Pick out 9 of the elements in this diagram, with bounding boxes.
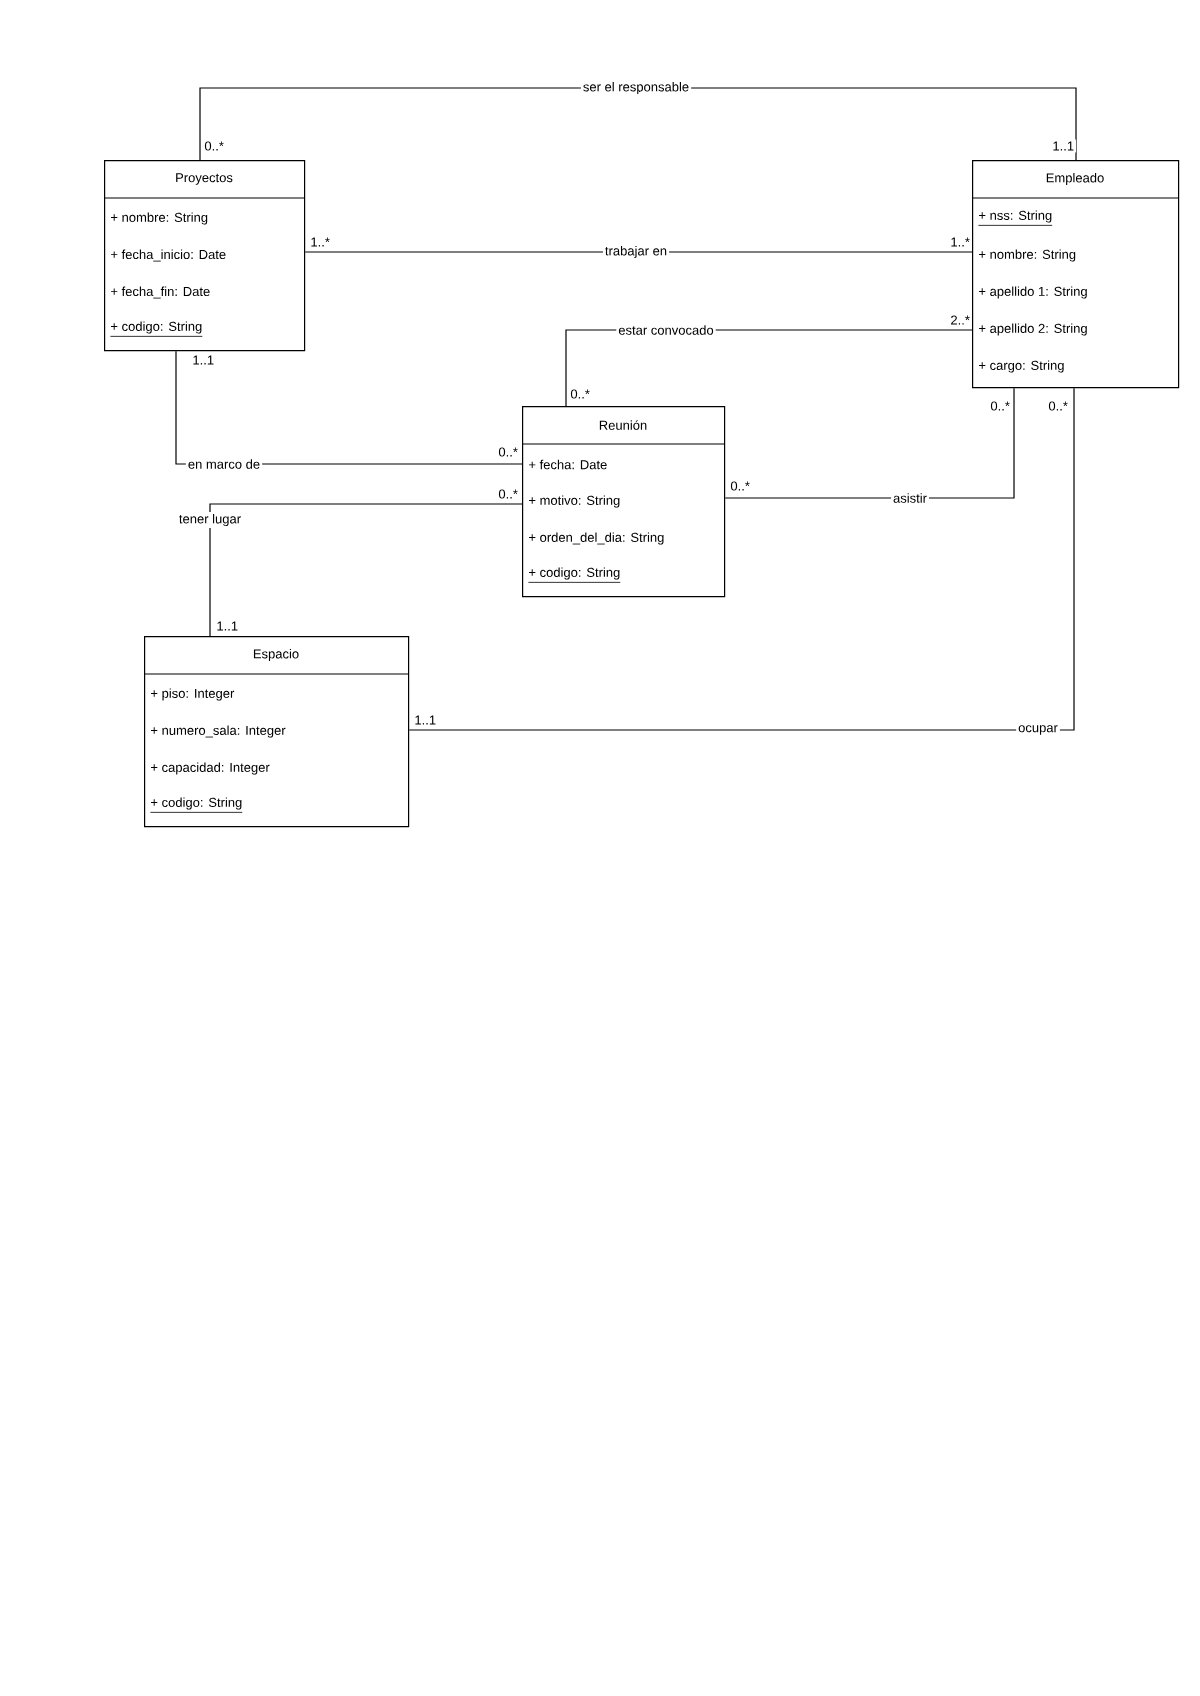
association-line	[304, 251, 973, 253]
association-line	[724, 387, 1015, 499]
class-box	[143, 636, 410, 828]
association-line	[209, 503, 523, 637]
class-box	[971, 160, 1180, 389]
class-box	[521, 406, 726, 598]
association-line	[408, 387, 1075, 731]
association-line	[199, 87, 1077, 161]
class-box	[103, 160, 306, 352]
